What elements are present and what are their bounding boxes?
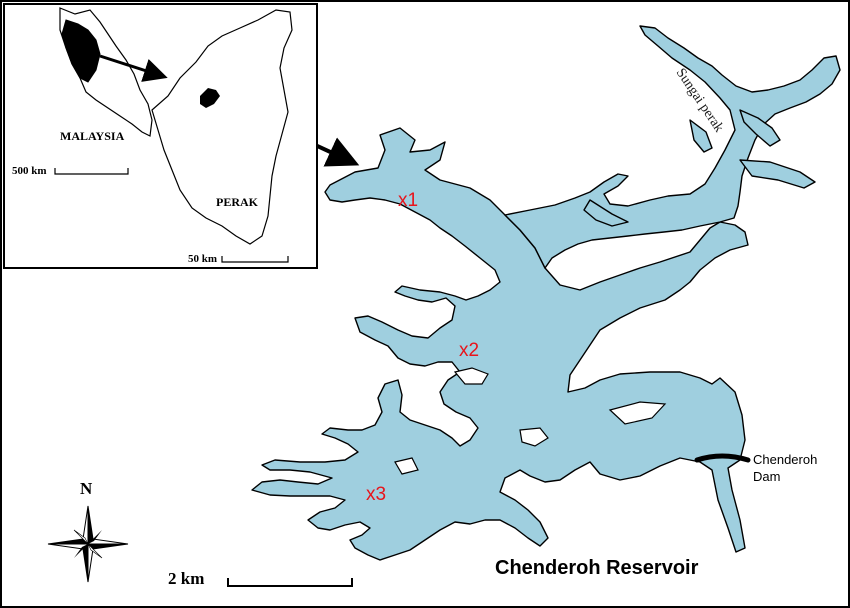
site-x3-label: x3 <box>366 484 386 505</box>
reservoir-finger-3 <box>689 119 713 153</box>
reservoir-finger-2 <box>739 109 781 147</box>
inset-country-scale-bar <box>54 168 129 175</box>
island-2 <box>519 427 549 447</box>
reservoir-finger-4 <box>739 159 816 189</box>
reservoir-north-arm <box>504 25 841 269</box>
inset-state-label: PERAK <box>216 195 259 209</box>
island-4 <box>394 457 419 475</box>
reservoir-main-body <box>251 127 749 561</box>
inset-state-scale-label: 50 km <box>188 253 217 265</box>
site-x2-label: x2 <box>459 340 479 361</box>
reservoir-finger-1 <box>583 199 629 227</box>
north-arrow-icon <box>47 505 129 583</box>
site-x1-label: x1 <box>398 190 418 211</box>
scale-bar <box>227 578 353 587</box>
dam-label-line1: Chenderoh <box>753 452 817 467</box>
inset-map: MALAYSIA PERAK 500 km 50 km <box>3 3 318 269</box>
island-1 <box>453 367 489 385</box>
inset-perak-highlight <box>61 19 101 83</box>
map-title: Chenderoh Reservoir <box>495 557 699 579</box>
dam-label-line2: Dam <box>753 469 780 484</box>
scale-label: 2 km <box>168 569 204 588</box>
inset-state-scale-bar <box>221 256 289 263</box>
inset-reservoir-blob <box>200 88 220 108</box>
inset-perak-outline <box>151 9 293 245</box>
inset-country-scale-label: 500 km <box>12 165 47 177</box>
island-3 <box>608 401 667 425</box>
north-label: N <box>80 479 93 498</box>
locator-arrow-to-perak <box>99 54 168 82</box>
islands <box>394 367 667 475</box>
inset-country-label: MALAYSIA <box>60 129 125 143</box>
dam-barrier <box>694 453 751 463</box>
reservoir-water <box>251 25 841 561</box>
